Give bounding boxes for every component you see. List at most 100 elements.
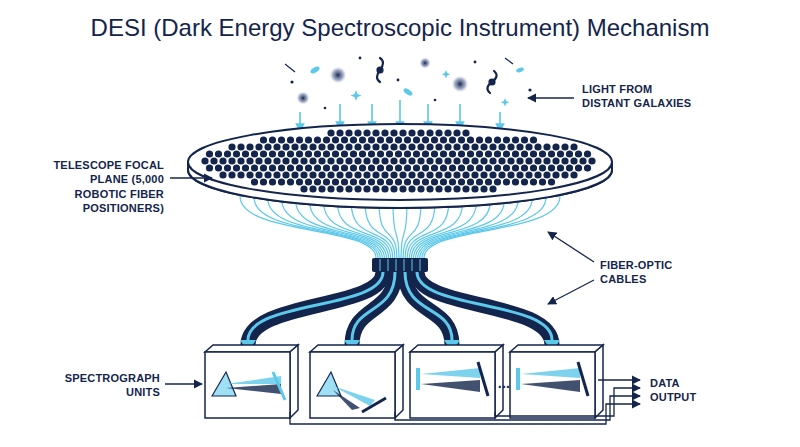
fiber-positioner: [431, 136, 438, 143]
fiber-positioner: [269, 178, 276, 185]
fiber-positioner: [404, 150, 411, 157]
fiber-strand: [393, 204, 399, 258]
fiber-positioner: [494, 178, 501, 185]
galaxy-field: [490, 80, 495, 85]
fiber-positioner: [507, 143, 514, 150]
galaxy-field: [501, 98, 509, 106]
galaxy-field: [309, 65, 524, 106]
fiber-positioner: [278, 136, 285, 143]
galaxy-field: [285, 58, 513, 72]
fiber-positioner: [489, 143, 496, 150]
fiber-positioner: [251, 150, 258, 157]
fiber-positioner: [228, 157, 235, 164]
fiber-positioner: [404, 164, 411, 171]
fiber-positioner: [471, 157, 478, 164]
fiber-positioner: [485, 136, 492, 143]
fiber-positioner: [494, 136, 501, 143]
fiber-positioner: [498, 143, 505, 150]
galaxy-field: [516, 67, 525, 73]
fiber-positioner: [557, 164, 564, 171]
fiber-positioner: [485, 150, 492, 157]
fiber-positioner: [323, 178, 330, 185]
fiber-positioner: [435, 185, 442, 192]
galaxy-field: [290, 80, 293, 83]
spectrograph-optics: [333, 390, 360, 410]
fiber-positioner: [282, 157, 289, 164]
fiber-positioner: [395, 164, 402, 171]
fiber-positioner: [395, 178, 402, 185]
fiber-positioner: [314, 136, 321, 143]
fiber-positioner: [417, 171, 424, 178]
fiber-positioner: [309, 157, 316, 164]
fiber-positioner: [318, 143, 325, 150]
fiber-positioner: [327, 171, 334, 178]
fiber-positioner: [228, 143, 235, 150]
fiber-positioner: [327, 129, 334, 136]
fiber-positioner: [453, 143, 460, 150]
fiber-positioner: [377, 136, 384, 143]
fiber-positioner: [354, 185, 361, 192]
galaxy-field: [377, 58, 383, 82]
fiber-positioner: [264, 143, 271, 150]
fiber-positioner: [498, 157, 505, 164]
fiber-positioner: [386, 136, 393, 143]
galaxy-field: [451, 75, 469, 93]
fiber-positioner: [372, 157, 379, 164]
fiber-positioner: [548, 150, 555, 157]
fiber-positioner: [552, 171, 559, 178]
fiber-positioner: [327, 185, 334, 192]
fiber-positioner: [521, 136, 528, 143]
fiber-positioner: [507, 171, 514, 178]
fiber-positioner: [521, 178, 528, 185]
galaxy-field: [528, 88, 531, 91]
fiber-positioner: [408, 171, 415, 178]
spectrograph-optics: [317, 372, 341, 396]
galaxy-field: [397, 79, 400, 82]
fiber-positioner: [426, 185, 433, 192]
fiber-bundle: [420, 259, 421, 271]
fiber-strand: [296, 200, 385, 258]
spectrograph-optics: [521, 368, 580, 378]
fiber-bundle: [396, 259, 397, 271]
fiber-bundle: [380, 259, 381, 271]
fiber-positioner: [480, 157, 487, 164]
fiber-positioner: [570, 157, 577, 164]
fiber-positioner: [363, 129, 370, 136]
fiber-positioner: [489, 157, 496, 164]
fiber-positioner: [534, 171, 541, 178]
fiber-positioner: [368, 136, 375, 143]
fiber-positioner: [566, 150, 573, 157]
fiber-positioner: [206, 164, 213, 171]
fiber-positioner: [413, 164, 420, 171]
fiber-positioner: [381, 171, 388, 178]
fiber-positioner: [363, 171, 370, 178]
fiber-positioner: [260, 150, 267, 157]
spectrograph-unit: [510, 345, 603, 352]
fiber-positioner: [485, 164, 492, 171]
fiber-positioner: [575, 150, 582, 157]
fiber-positioner: [471, 171, 478, 178]
fiber-positioner: [323, 150, 330, 157]
fiber-positioner: [462, 129, 469, 136]
callout-label: FIBER-OPTIC CABLES: [600, 258, 690, 287]
spectrograph-optics: [273, 372, 285, 400]
fiber-positioner: [435, 143, 442, 150]
fiber-positioner: [332, 150, 339, 157]
fiber-positioner: [453, 157, 460, 164]
fiber-positioner: [539, 178, 546, 185]
fiber-positioner: [399, 143, 406, 150]
fiber-positioner: [327, 143, 334, 150]
fiber-positioner: [260, 178, 267, 185]
fiber-positioner: [390, 157, 397, 164]
fiber-positioner: [525, 157, 532, 164]
fiber-positioner: [449, 150, 456, 157]
fiber-positioner: [296, 136, 303, 143]
fiber-positioner: [408, 143, 415, 150]
fiber-positioner: [300, 185, 307, 192]
fiber-positioner: [309, 143, 316, 150]
fiber-positioner: [476, 164, 483, 171]
fiber-positioner: [552, 143, 559, 150]
fiber-positioner: [350, 178, 357, 185]
fiber-bundle: [372, 258, 428, 272]
fiber-positioner: [341, 178, 348, 185]
